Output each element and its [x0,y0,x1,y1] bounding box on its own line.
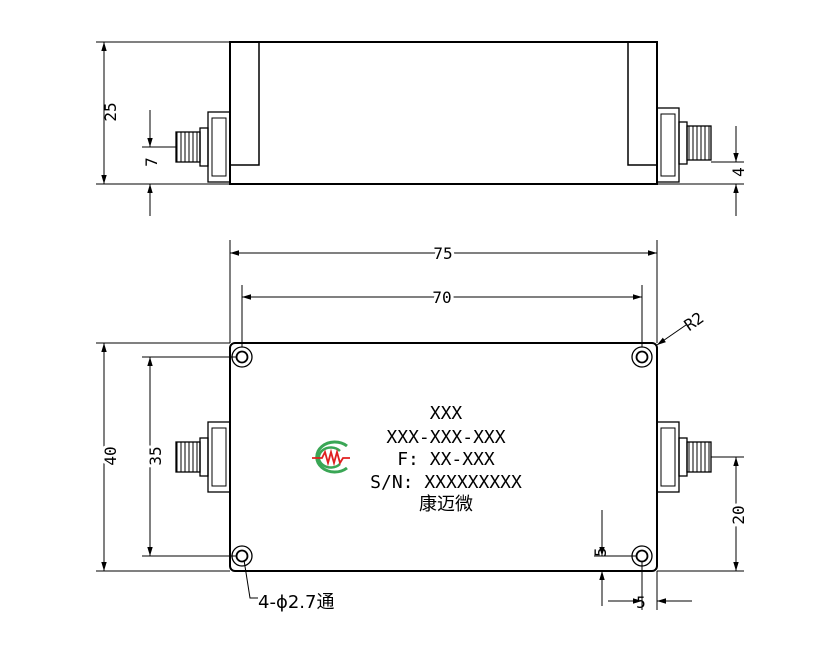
dim-connector-offset: 20 [729,505,748,524]
dim-corner-radius: R2 [681,308,708,335]
label-line-2: XXX-XXX-XXX [386,427,505,448]
dim-right-offset-side: 4 [729,167,748,177]
hole-note: 4-ϕ2.7通 [258,592,334,613]
dim-overall-width: 75 [433,244,452,263]
side-right-flange [627,41,658,166]
plan-right-connector [656,421,712,493]
dim-hole-spacing-y: 35 [146,446,165,465]
dim-connector-center-side: 7 [142,157,161,167]
mounting-hole [631,346,653,368]
side-body [229,41,658,185]
label-line-5: 康迈微 [419,494,473,515]
label-line-3: F: XX-XXX [397,449,495,470]
label-block: XXX XXX-XXX-XXX F: XX-XXX S/N: XXXXXXXXX… [370,403,522,515]
dim-hole-offset-x: 5 [636,593,646,612]
plan-left-connector [175,421,231,493]
dim-hole-spacing-x: 70 [432,288,451,307]
label-line-4: S/N: XXXXXXXXX [370,472,522,493]
side-left-flange [229,41,260,166]
side-right-connector [656,107,712,183]
side-left-connector [175,111,231,183]
side-view: 25 7 4 [96,41,748,216]
plan-view: 75 70 R2 40 35 20 5 5 [96,240,751,613]
dim-overall-height: 40 [101,446,120,465]
dim-height-side: 25 [101,102,120,121]
dim-hole-offset-y: 5 [591,547,610,557]
company-logo [312,440,350,474]
label-line-1: XXX [430,403,463,424]
